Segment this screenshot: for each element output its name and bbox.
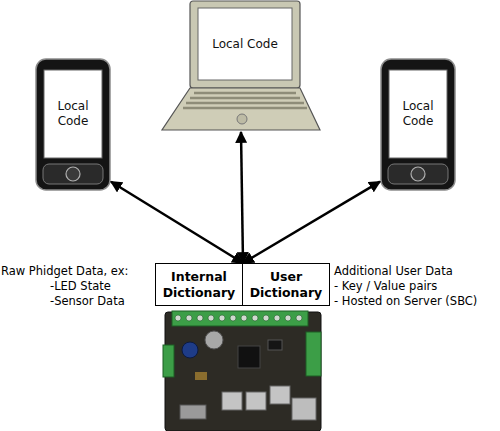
annotation-text: - Hosted on Server (SBC) [334,294,477,308]
annotation-text: -LED State [50,279,111,293]
capacitor [182,342,198,358]
terminal-block [172,311,308,326]
annotation-text: -Sensor Data [50,294,125,308]
usb-port [270,386,290,404]
terminal-block [306,332,321,376]
box-label: Internal Dictionary [156,269,242,301]
screen-label: Local Code [198,8,292,80]
box-label: User Dictionary [243,269,329,301]
dictionary-box: Internal Dictionary [155,263,243,306]
phone-device: Local Code [380,58,456,191]
screen-label: Local Code [389,70,447,158]
double-arrow [243,182,380,263]
annotation-text: Additional User Data [334,264,453,278]
annotation-text: Raw Phidget Data, ex: [1,264,128,278]
laptop-outline [160,0,322,132]
processor-chip [238,346,260,368]
double-arrow [241,132,243,263]
laptop-device: Local Code [160,0,322,132]
terminal-screws [175,315,302,321]
power-jack [180,405,206,419]
annotation-text: - Key / Value pairs [334,279,437,293]
dictionary-box: User Dictionary [242,263,330,306]
pcb [165,312,321,431]
usb-port [246,392,266,410]
coin-cell [205,331,223,349]
ethernet-port [292,398,316,420]
component [195,372,207,380]
chip [268,340,282,350]
screen-label: Local Code [44,70,102,158]
double-arrow [111,182,243,263]
terminal-block [163,345,174,377]
usb-port [222,392,242,410]
phone-device: Local Code [35,58,111,191]
